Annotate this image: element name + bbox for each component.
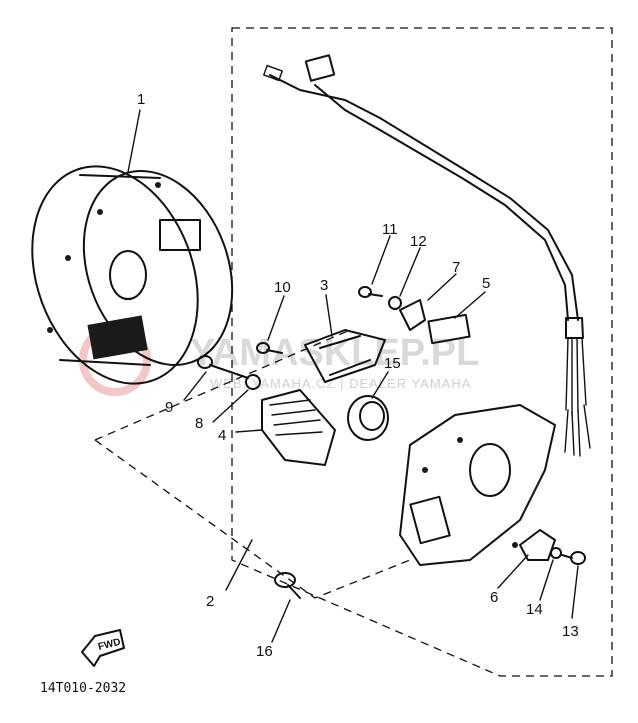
callout-15: 15	[384, 355, 401, 372]
callout-8: 8	[195, 415, 203, 432]
wire-harness	[262, 54, 591, 457]
callout-12: 12	[410, 233, 427, 250]
oil-seal	[347, 395, 389, 441]
callout-16: 16	[256, 643, 273, 660]
callout-6: 6	[490, 589, 498, 606]
pickup-coil	[304, 329, 386, 383]
fwd-label: FWD	[97, 637, 122, 653]
callout-1: 1	[137, 91, 145, 108]
watermark: YAMASKLEP.PL WEB: YAMAHA.CZ | DEALER YAM…	[79, 324, 479, 396]
callout-3: 3	[320, 277, 328, 294]
stator-plate	[399, 404, 556, 566]
callouts: 1 2 3 4 5 6 7 8 9 10 11 12 13 14 15 16	[137, 91, 579, 660]
assembly-outline	[231, 27, 613, 677]
screw-11	[358, 286, 383, 298]
callout-11: 11	[382, 221, 398, 238]
watermark-main-text: YAMASKLEP.PL	[190, 332, 479, 374]
lead-clamp	[519, 529, 556, 561]
washer-14	[550, 547, 562, 559]
callout-13: 13	[562, 623, 579, 640]
diagram-code: 14T010-2032	[40, 681, 126, 696]
leader-lines	[127, 109, 579, 643]
charging-coil	[261, 389, 336, 466]
bolt-9	[197, 355, 249, 379]
flywheel	[31, 165, 234, 385]
callout-4: 4	[218, 427, 226, 444]
screw-13	[561, 551, 586, 565]
screw-16	[274, 572, 301, 599]
callout-9: 9	[165, 399, 173, 416]
callout-10: 10	[274, 279, 291, 296]
screw-10	[256, 342, 283, 354]
callout-7: 7	[452, 259, 460, 276]
washer-8	[245, 374, 261, 390]
callout-2: 2	[206, 593, 214, 610]
washer-12	[388, 296, 402, 310]
callout-5: 5	[482, 275, 490, 292]
fwd-arrow-icon: FWD	[81, 629, 125, 667]
watermark-sub-text: WEB: YAMAHA.CZ | DEALER YAMAHA	[210, 376, 471, 391]
callout-14: 14	[526, 601, 543, 618]
connector	[427, 313, 471, 345]
holder	[399, 299, 426, 331]
